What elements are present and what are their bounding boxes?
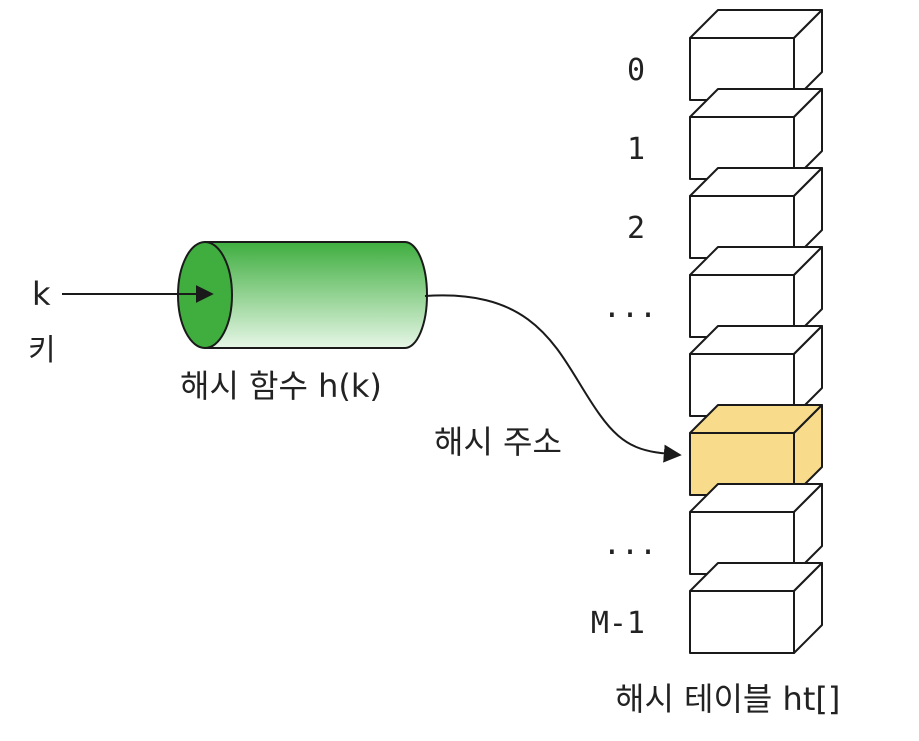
hash-table-slot bbox=[689, 9, 823, 101]
hash-table-slot bbox=[689, 562, 823, 654]
hash-table-index-label: ... bbox=[603, 290, 657, 325]
key-symbol-label: k bbox=[32, 275, 51, 313]
hash-table-slot bbox=[689, 167, 823, 259]
hash-table-slot bbox=[689, 246, 823, 338]
hash-table-index-label: 1 bbox=[627, 132, 645, 167]
hash-table-slot-highlighted bbox=[689, 404, 823, 496]
hash-table-index-label: M-1 bbox=[591, 606, 645, 641]
hash-table-slots: 0 1 2...... M-1 bbox=[591, 9, 823, 654]
hash-table-label: 해시 테이블 ht[] bbox=[615, 680, 841, 718]
hash-address-arrow bbox=[424, 294, 682, 463]
hash-table-index-label: 0 bbox=[627, 53, 645, 88]
hash-table-index-label: ... bbox=[603, 527, 657, 562]
hash-table-slot bbox=[689, 483, 823, 575]
key-caption-label: 키 bbox=[28, 333, 56, 368]
hash-table-index-label: 2 bbox=[627, 211, 645, 246]
hash-table-slot bbox=[689, 325, 823, 417]
hash-function-cylinder bbox=[177, 241, 428, 349]
hash-function-label: 해시 함수 h(k) bbox=[180, 367, 382, 405]
hash-address-label: 해시 주소 bbox=[434, 423, 562, 461]
hash-table-slot bbox=[689, 88, 823, 180]
